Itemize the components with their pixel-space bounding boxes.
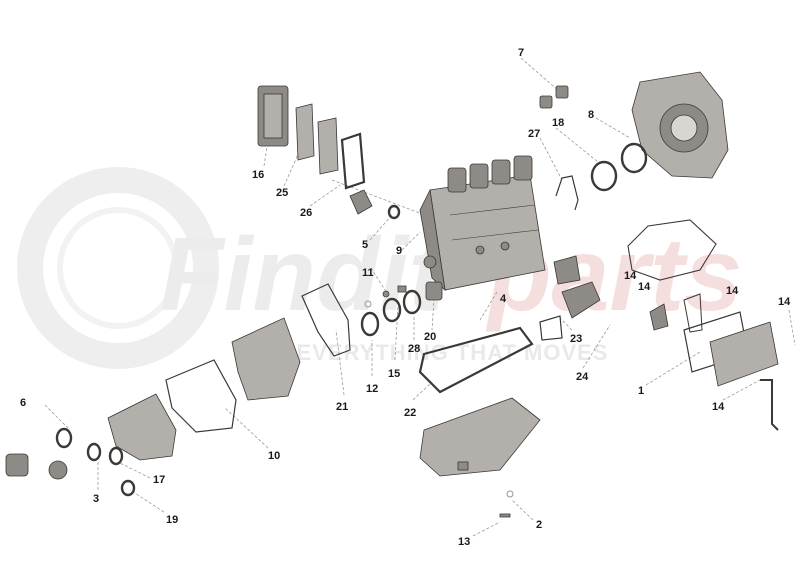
- callout-27: 27: [528, 128, 540, 140]
- callout-12: 12: [366, 383, 378, 395]
- callout-14-e: 14: [712, 401, 725, 413]
- engine-block: [419, 155, 546, 292]
- callout-13: 13: [458, 536, 470, 548]
- callout-1: 1: [638, 385, 644, 397]
- cooler-gasket: [295, 103, 315, 161]
- wiring-harness: [627, 219, 717, 281]
- outlet-o-ring: [387, 204, 401, 220]
- callout-9: 9: [396, 245, 402, 257]
- front-cover-gasket: [165, 359, 237, 433]
- cooler-cover-gasket: [340, 132, 366, 190]
- callout-8: 8: [588, 109, 594, 121]
- callout-14-d: 14: [778, 296, 791, 308]
- callout-14-a: 14: [624, 270, 637, 282]
- callout-21: 21: [336, 401, 348, 413]
- front-seal-ring: [360, 311, 380, 337]
- seal-ring-17: [108, 446, 124, 466]
- front-oil-seal: [55, 427, 73, 449]
- watermark-ring: [17, 167, 219, 369]
- callout-28: 28: [408, 343, 420, 355]
- callout-20: 20: [424, 331, 436, 343]
- callout-18: 18: [552, 117, 564, 129]
- watermark-brand: Findit: [160, 217, 447, 333]
- crank-hub: [48, 460, 68, 480]
- callout-6: 6: [20, 397, 26, 409]
- crank-seal-ring: [382, 297, 402, 323]
- drain-plug: [499, 513, 511, 518]
- cooler-plate: [317, 117, 339, 175]
- seal-part-7a: [539, 95, 553, 109]
- callout-22: 22: [404, 407, 416, 419]
- gear-housing: [231, 317, 301, 401]
- callout-labels: 1 2 3 4 5 6 7 8 9 10 11 12 13 14 14 14 1…: [20, 47, 791, 548]
- seal-ring-19: [120, 479, 136, 497]
- callout-7: 7: [518, 47, 524, 59]
- rear-gasket: [555, 175, 579, 211]
- oil-cooler: [257, 85, 289, 147]
- dipstick-tube: [760, 379, 779, 431]
- callout-16: 16: [252, 169, 264, 181]
- callout-2: 2: [536, 519, 542, 531]
- callout-5: 5: [362, 239, 368, 251]
- callout-4: 4: [500, 293, 507, 305]
- water-outlet-elbow: [349, 189, 373, 215]
- front-cover: [107, 393, 177, 461]
- pump-gasket: [539, 315, 563, 341]
- front-plate-gasket: [301, 283, 351, 357]
- callout-23: 23: [570, 333, 582, 345]
- oil-pan: [419, 397, 541, 477]
- callout-3: 3: [93, 493, 99, 505]
- crank-pulley-nut: [5, 453, 29, 477]
- drain-washer: [506, 490, 514, 498]
- callout-11: 11: [362, 267, 374, 279]
- sensor-housing: [425, 281, 443, 301]
- plug-part: [382, 290, 390, 298]
- oil-pan-gasket: [418, 326, 534, 394]
- small-o-ring: [364, 300, 372, 308]
- harness-bracket: [683, 293, 703, 333]
- seal-ring-28: [402, 289, 422, 315]
- fitting-part: [397, 285, 407, 293]
- watermark-tagline: FOR EVERYTHING THAT MOVES: [240, 340, 608, 365]
- callout-14-b: 14: [638, 281, 651, 293]
- housing-seal-ring: [620, 142, 648, 174]
- inlet-connection: [553, 255, 581, 285]
- callout-15: 15: [388, 368, 400, 380]
- seal-part-7b: [555, 85, 569, 99]
- callout-26: 26: [300, 207, 312, 219]
- side-cover: [709, 321, 779, 387]
- callout-25: 25: [276, 187, 288, 199]
- callout-24: 24: [576, 371, 589, 383]
- sensor-14: [649, 303, 669, 331]
- callout-10: 10: [268, 450, 280, 462]
- watermark-inner-ring: [57, 207, 179, 329]
- callout-17: 17: [153, 474, 165, 486]
- water-pump: [561, 281, 601, 319]
- rear-seal-ring: [590, 160, 618, 192]
- parts: [5, 71, 779, 518]
- seal-ring-3: [86, 442, 102, 462]
- callout-14-c: 14: [726, 285, 739, 297]
- callout-19: 19: [166, 514, 178, 526]
- flywheel-housing: [631, 71, 729, 179]
